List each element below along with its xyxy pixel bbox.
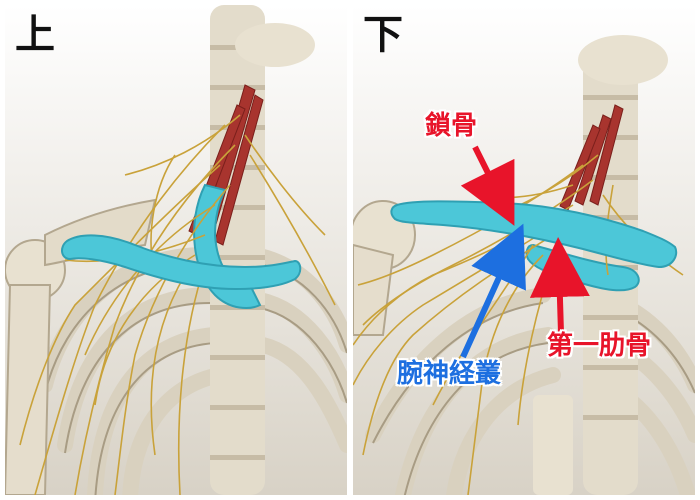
brachial-plexus-arrow <box>460 223 526 359</box>
panel-label-top: 上 <box>15 12 55 58</box>
panel-top-view: 上 <box>5 5 347 495</box>
label-first-rib: 第一肋骨 <box>547 331 652 361</box>
first-rib-arrow <box>529 237 590 334</box>
anatomy-illustration-top <box>5 5 347 495</box>
shoulder-bone <box>5 198 157 495</box>
anatomy-illustration-bottom <box>353 5 695 495</box>
clavicle-highlight <box>61 234 302 291</box>
panel-bottom-view: 下 鎖骨 第一肋骨 腕神経叢 <box>353 5 695 495</box>
label-brachial-plexus: 腕神経叢 <box>397 359 502 389</box>
panel-label-bottom: 下 <box>363 12 403 58</box>
clavicle-arrow <box>460 145 515 226</box>
label-clavicle: 鎖骨 <box>425 111 478 141</box>
